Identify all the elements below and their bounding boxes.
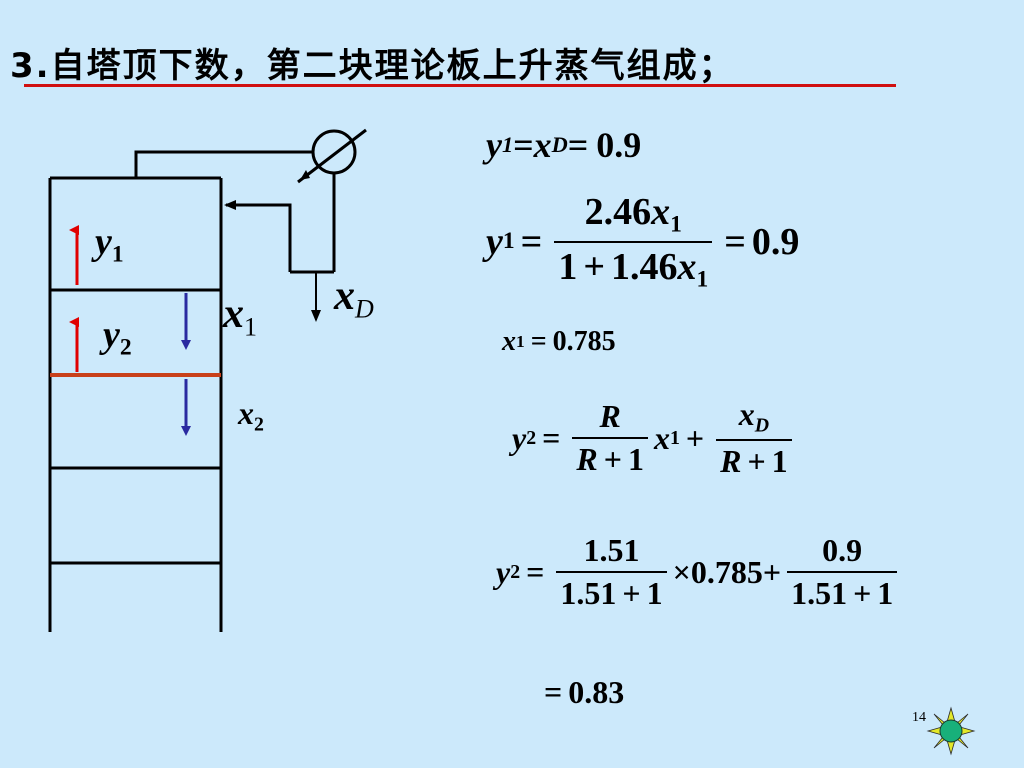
- equation-6: = 0.83: [544, 674, 625, 710]
- page-number: 14: [912, 710, 926, 725]
- condenser-icon: [297, 128, 367, 184]
- fraction-vle: 2.46x1 1+1.46x1: [554, 190, 713, 293]
- slide-title: 3.自塔顶下数，第二块理论板上升蒸气组成；: [10, 46, 735, 86]
- title-underline: [24, 84, 896, 87]
- fraction-numeric-2: 0.9 1.51+1: [787, 532, 898, 612]
- label-xD: xD: [334, 273, 374, 324]
- fraction-numeric-1: 1.51 1.51+1: [556, 532, 667, 612]
- fraction-distillate: xD R+1: [716, 396, 792, 480]
- vapor-outlet-pipe: [134, 150, 312, 178]
- sun-decoration-icon: [926, 706, 976, 756]
- label-x1: x1: [223, 291, 258, 342]
- reflux-pipe: [224, 200, 292, 272]
- label-y1: y1: [95, 221, 124, 268]
- label-y2: y2: [103, 314, 132, 361]
- label-x2: x2: [238, 395, 264, 436]
- fraction-reflux: R R+1: [572, 398, 648, 478]
